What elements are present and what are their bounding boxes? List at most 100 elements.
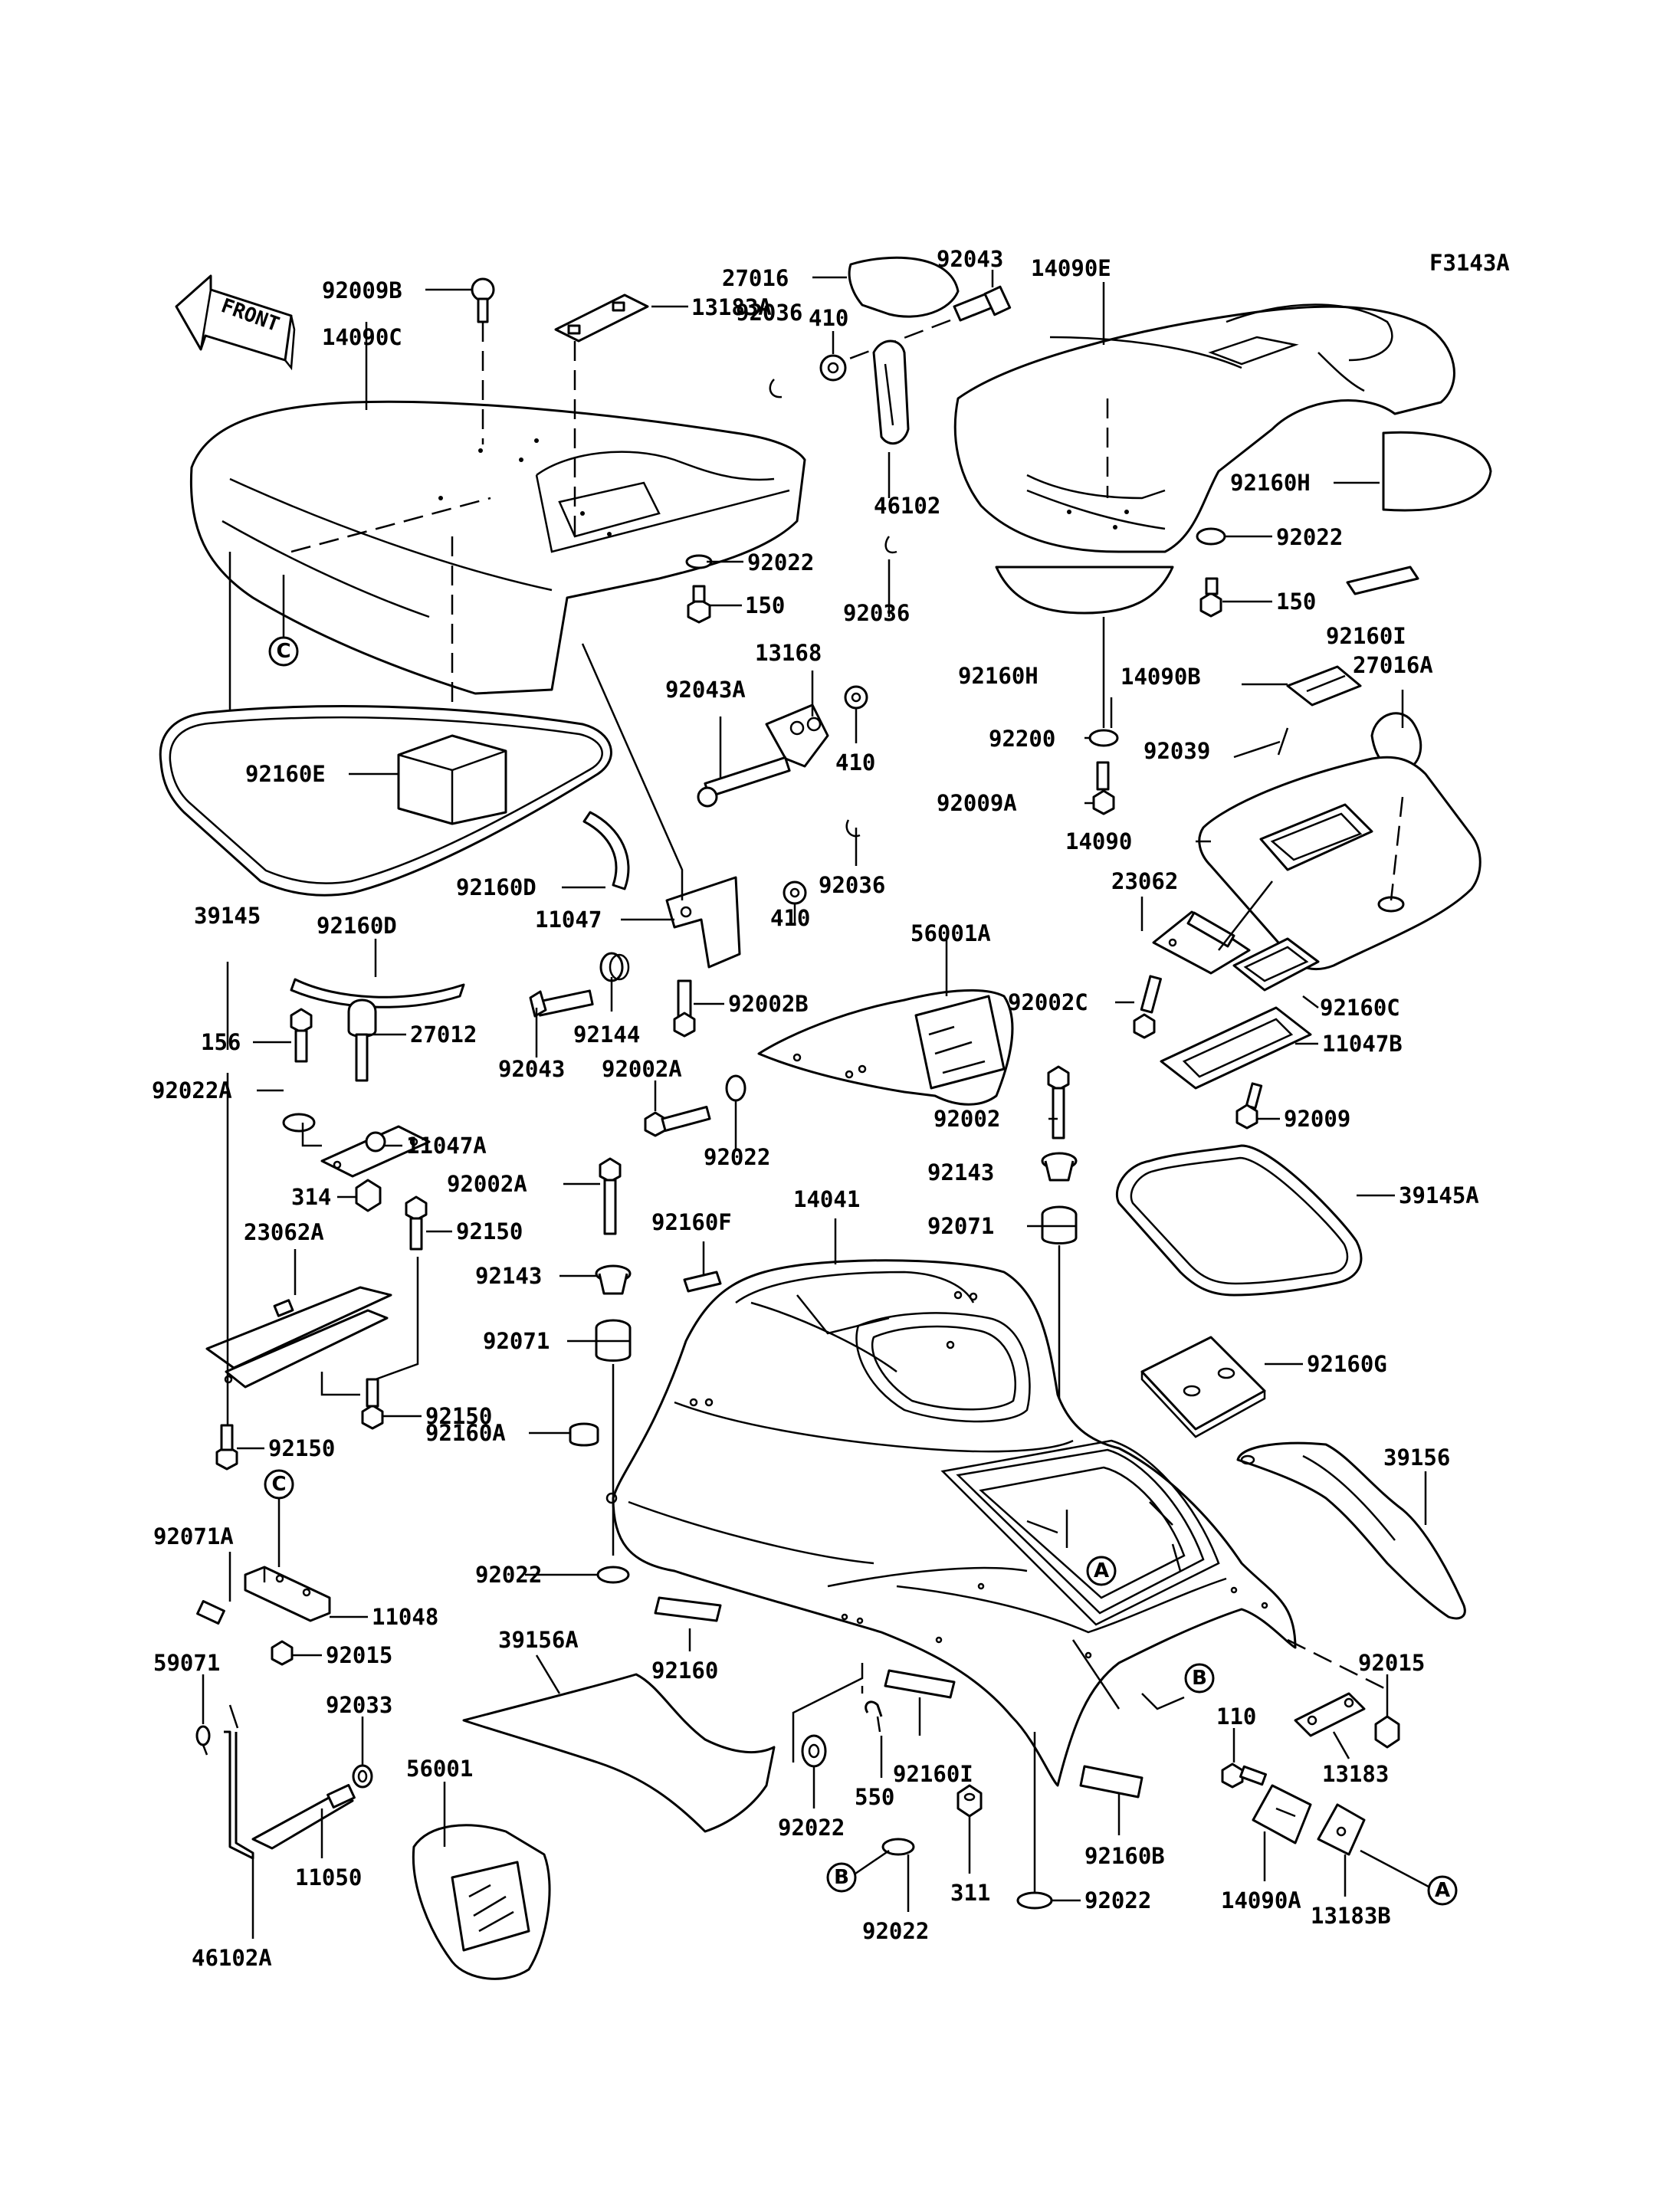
grommet-92143-b — [595, 1264, 632, 1295]
svg-text:B: B — [1192, 1667, 1207, 1690]
washer-92022-d — [596, 1566, 630, 1584]
fairing-14090e — [953, 303, 1455, 553]
ref-a-bottom: A — [1360, 1849, 1458, 1906]
part-label: 92002 — [934, 1106, 1000, 1132]
gasket-92160c — [1232, 937, 1320, 992]
part-label: 92022 — [862, 1918, 929, 1944]
pin-92043a — [697, 756, 791, 808]
ref-b-bottom: B — [826, 1849, 890, 1893]
part-label: 27016 — [722, 265, 789, 291]
washer-92022-e — [801, 1734, 827, 1768]
ref-c-bottom: C — [264, 1469, 294, 1500]
washer-92022-f — [881, 1838, 915, 1856]
part-label: 92160I — [893, 1761, 973, 1787]
lead-line — [320, 1372, 360, 1396]
bolt-92150-c — [215, 1424, 238, 1471]
lid-14090 — [1198, 756, 1481, 971]
part-label: 13183A — [691, 294, 772, 320]
bolt-110 — [1221, 1763, 1267, 1789]
part-label: 92043 — [937, 246, 1003, 272]
hinge-23062 — [1152, 880, 1273, 975]
nut-314 — [355, 1179, 382, 1212]
part-label: 92043A — [665, 677, 746, 703]
part-label: 92002A — [602, 1056, 682, 1082]
plate-13183 — [1294, 1692, 1366, 1737]
pad-14090b — [1286, 665, 1362, 707]
bracket-11047 — [665, 876, 741, 969]
side-cover-39156a — [462, 1673, 776, 1833]
bolt-92043-mid — [529, 989, 594, 1018]
washer-92022-g — [1016, 1891, 1053, 1910]
part-label: 92036 — [843, 600, 910, 626]
pad-92160g — [1140, 1336, 1266, 1438]
seat-pad-92160e — [397, 734, 507, 825]
part-label: 150 — [1276, 589, 1316, 615]
part-label: 410 — [835, 749, 875, 776]
washer-92022-e-hole — [808, 1743, 820, 1759]
part-label: 92036 — [819, 872, 885, 898]
cap-27016 — [848, 256, 960, 318]
nut-311 — [956, 1784, 983, 1818]
label-92160 — [654, 1596, 722, 1622]
latch-11050 — [251, 1784, 356, 1850]
washer-410-b-hole — [851, 692, 861, 703]
plate-11047a — [320, 1125, 431, 1178]
part-label: 92150 — [456, 1218, 523, 1244]
part-label: 39145A — [1399, 1182, 1479, 1208]
part-label: 14041 — [793, 1186, 860, 1212]
bolt-92150-b — [361, 1378, 384, 1430]
part-label: 92150 — [268, 1435, 335, 1461]
svg-text:B: B — [834, 1866, 849, 1889]
gasket-39145a — [1115, 1144, 1363, 1297]
gasket-92160c-inner — [1243, 946, 1309, 982]
part-label: 92022 — [1084, 1887, 1151, 1913]
part-label: 27012 — [410, 1021, 477, 1048]
part-label: 92160C — [1320, 995, 1400, 1021]
part-label: 27016A — [1353, 652, 1433, 678]
strip-92160d-lower — [290, 978, 465, 1008]
part-label: 410 — [809, 305, 848, 331]
part-label: 92150 — [425, 1403, 492, 1429]
part-label: 92160D — [317, 913, 397, 939]
part-label: 311 — [950, 1880, 990, 1906]
bracket-11048 — [244, 1566, 331, 1622]
pin-550 — [865, 1700, 883, 1733]
svg-text:A: A — [1435, 1879, 1450, 1902]
part-label: 92022 — [1276, 524, 1343, 550]
part-label: 56001 — [406, 1756, 473, 1782]
side-cover-39156 — [1236, 1441, 1466, 1620]
part-label: 110 — [1216, 1703, 1256, 1730]
part-label: 92071A — [153, 1523, 234, 1549]
part-label: 11048 — [372, 1604, 438, 1630]
pad-14090b-detail — [1306, 674, 1346, 693]
eyebolt-27012 — [347, 998, 377, 1082]
part-label: 92160G — [1307, 1351, 1387, 1377]
part-label: 550 — [855, 1784, 894, 1810]
strip-92160d-upper — [582, 811, 630, 890]
ref-c-top: C — [268, 575, 299, 667]
part-label: 92009A — [937, 790, 1017, 816]
part-label: 23062 — [1111, 868, 1178, 894]
spring-92144 — [599, 952, 630, 982]
clip-92036-c — [845, 819, 861, 838]
plate-13183b — [1317, 1803, 1366, 1856]
nut-92015-a — [271, 1640, 294, 1666]
washer-410-c — [783, 880, 807, 905]
part-label: 92022 — [778, 1815, 845, 1841]
clip-92036-b — [884, 536, 897, 554]
part-label: 11047A — [406, 1133, 487, 1159]
part-label: 11047 — [535, 907, 602, 933]
part-label: 92036 — [736, 300, 802, 326]
part-label: 11050 — [295, 1864, 362, 1890]
cap-92160a — [569, 1422, 599, 1447]
part-label: 92160F — [651, 1209, 732, 1235]
part-labels: 92009B 13183A 27016 92043 14090E 410 920… — [152, 246, 1479, 1971]
headlight-56001a — [757, 989, 1014, 1106]
clip-59071 — [195, 1725, 211, 1756]
part-label: 92200 — [989, 726, 1055, 752]
part-label: 92009B — [322, 277, 402, 303]
ref-b-body: B — [1184, 1663, 1215, 1694]
bolt-92009b — [471, 277, 495, 444]
part-label: 92071 — [483, 1328, 550, 1354]
pad-92160h-b — [995, 566, 1174, 615]
